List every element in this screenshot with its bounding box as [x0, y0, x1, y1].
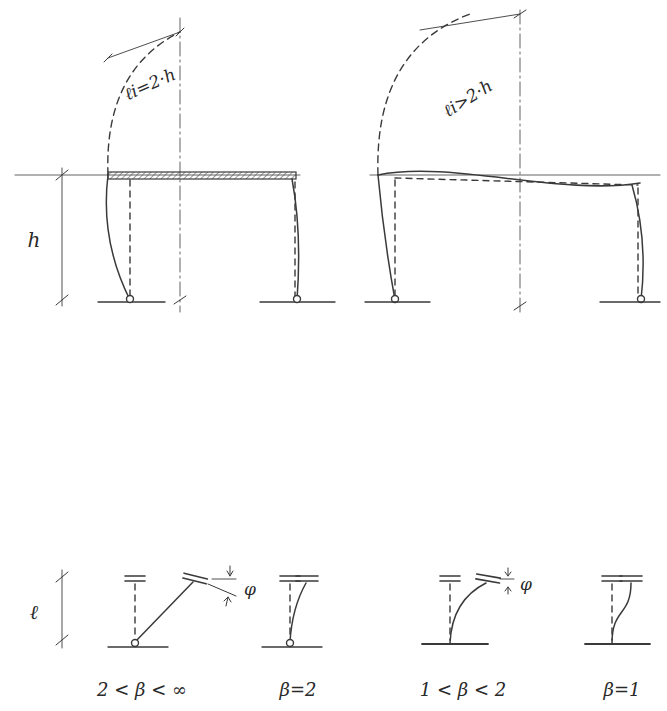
rotation-angle: φ — [244, 580, 256, 599]
beta-value: β=2 — [280, 680, 317, 700]
dimension-height: h — [28, 229, 41, 251]
dimension-length: ℓ — [30, 601, 38, 623]
beta-range: 1 < β < 2 — [420, 680, 506, 700]
buckling-length: ℓi>2·h — [440, 76, 496, 120]
beta-range: 2 < β < ∞ — [97, 680, 187, 700]
beta-value: β=1 — [604, 680, 641, 700]
buckling-length: ℓi=2·h — [122, 64, 179, 103]
rotation-angle: φ — [520, 575, 532, 594]
